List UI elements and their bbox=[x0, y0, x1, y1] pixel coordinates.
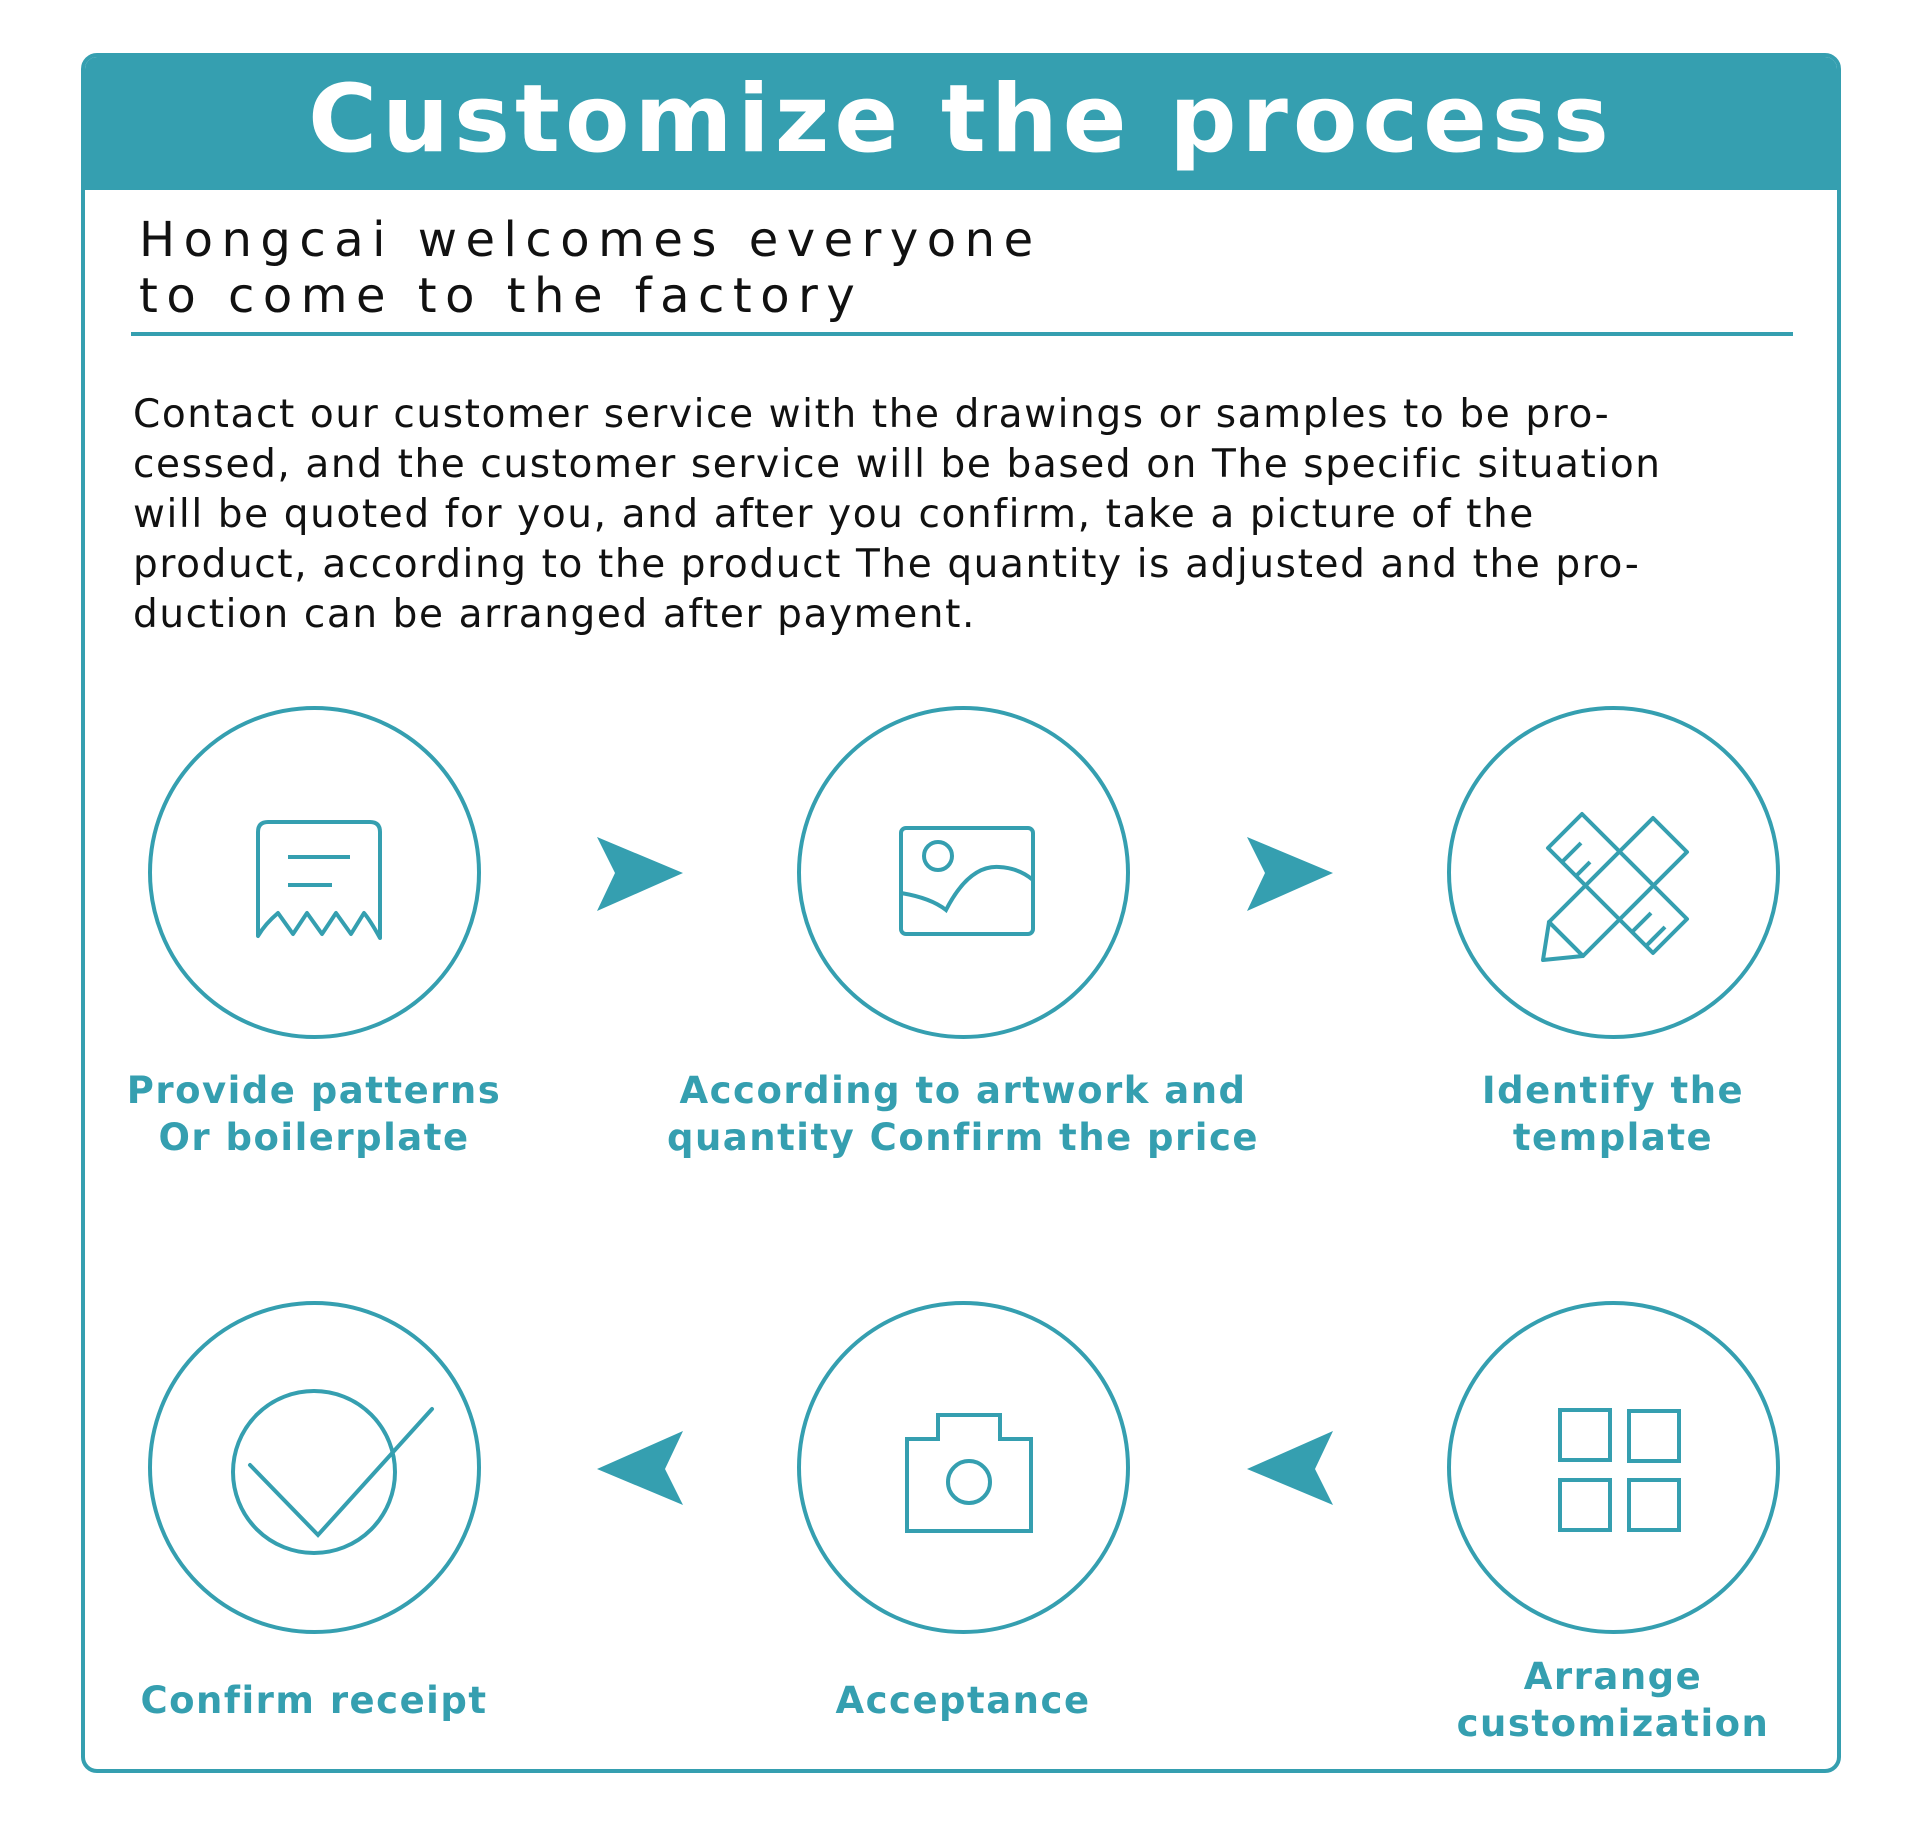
receipt-icon bbox=[256, 820, 382, 940]
step-1-circle bbox=[148, 706, 481, 1039]
arrow-right-icon bbox=[1247, 837, 1333, 911]
camera-icon bbox=[905, 1413, 1033, 1533]
arrow-left-icon bbox=[1247, 1431, 1333, 1505]
subtitle-line: to come to the factory bbox=[139, 268, 864, 324]
page-title: Customize the process bbox=[308, 64, 1614, 174]
step-5-label: Acceptance bbox=[835, 1679, 1091, 1722]
step-6-label: Confirm receipt bbox=[140, 1679, 488, 1722]
step-6-circle bbox=[148, 1301, 481, 1634]
step-5-circle bbox=[797, 1301, 1130, 1634]
step-4-label: Arrange customization bbox=[1456, 1655, 1770, 1745]
header-banner: Customize the process bbox=[85, 57, 1837, 190]
step-3-circle bbox=[1447, 706, 1780, 1039]
check-circle-icon bbox=[231, 1389, 434, 1555]
subtitle-line: Hongcai welcomes everyone bbox=[139, 212, 1042, 268]
step-3-label: Identify the template bbox=[1481, 1069, 1745, 1159]
step-2-label: According to artwork and quantity Confir… bbox=[666, 1069, 1259, 1159]
step-1-label: Provide patterns Or boilerplate bbox=[126, 1069, 502, 1159]
intro-line: duction can be arranged after payment. bbox=[133, 592, 977, 637]
step-2-circle bbox=[797, 706, 1130, 1039]
ruler-pencil-icon bbox=[1541, 812, 1689, 962]
grid-icon bbox=[1558, 1408, 1681, 1532]
intro-paragraph: Contact our customer service with the dr… bbox=[133, 390, 1813, 640]
arrow-left-icon bbox=[597, 1431, 683, 1505]
process-card: Customize the process Hongcai welcomes e… bbox=[81, 53, 1841, 1773]
step-4-circle bbox=[1447, 1301, 1780, 1634]
arrow-right-icon bbox=[597, 837, 683, 911]
image-icon bbox=[899, 826, 1035, 936]
intro-line: product, according to the product The qu… bbox=[133, 542, 1641, 587]
intro-line: will be quoted for you, and after you co… bbox=[133, 492, 1535, 537]
intro-line: Contact our customer service with the dr… bbox=[133, 392, 1611, 437]
subtitle: Hongcai welcomes everyone to come to the… bbox=[139, 212, 1439, 324]
divider bbox=[131, 332, 1793, 336]
intro-line: cessed, and the customer service will be… bbox=[133, 442, 1662, 487]
